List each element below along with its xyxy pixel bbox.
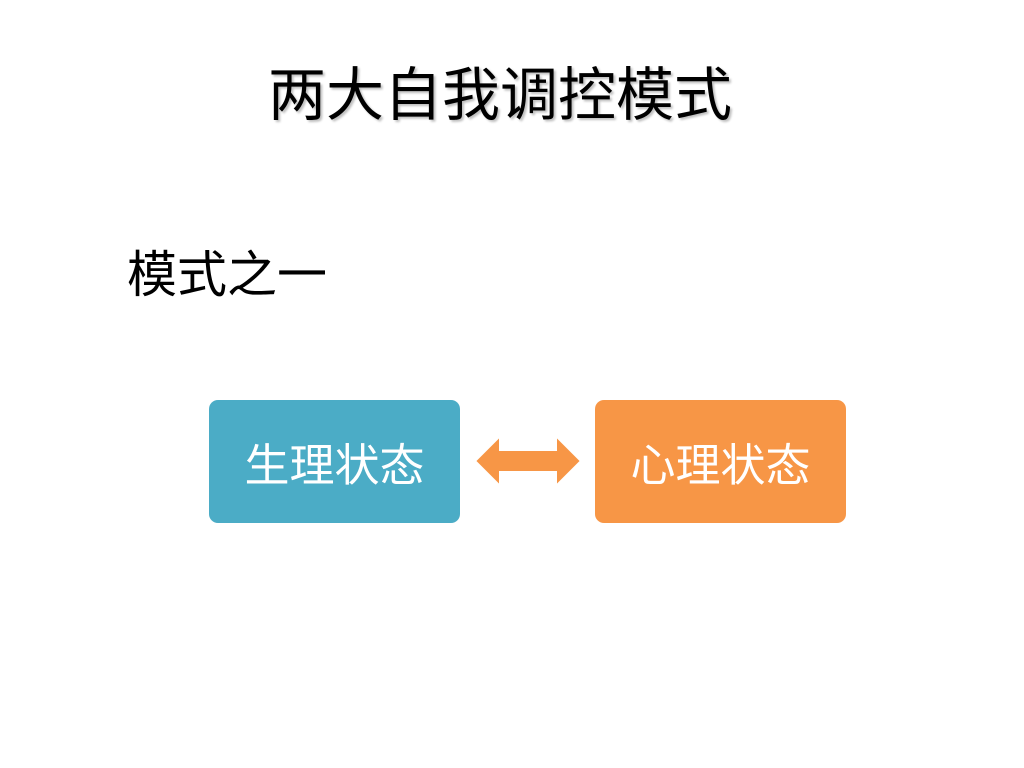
physiological-state-box: 生理状态 — [209, 400, 460, 523]
double-arrow-shape — [475, 436, 581, 486]
physiological-state-label: 生理状态 — [244, 439, 425, 492]
psychological-state-box: 心理状态 — [595, 400, 846, 523]
slide-title: 两大自我调控模式 — [267, 61, 732, 129]
slide-subtitle: 模式之一 — [127, 246, 327, 304]
psychological-state-label: 心理状态 — [630, 439, 811, 492]
double-arrow-icon — [475, 436, 581, 486]
